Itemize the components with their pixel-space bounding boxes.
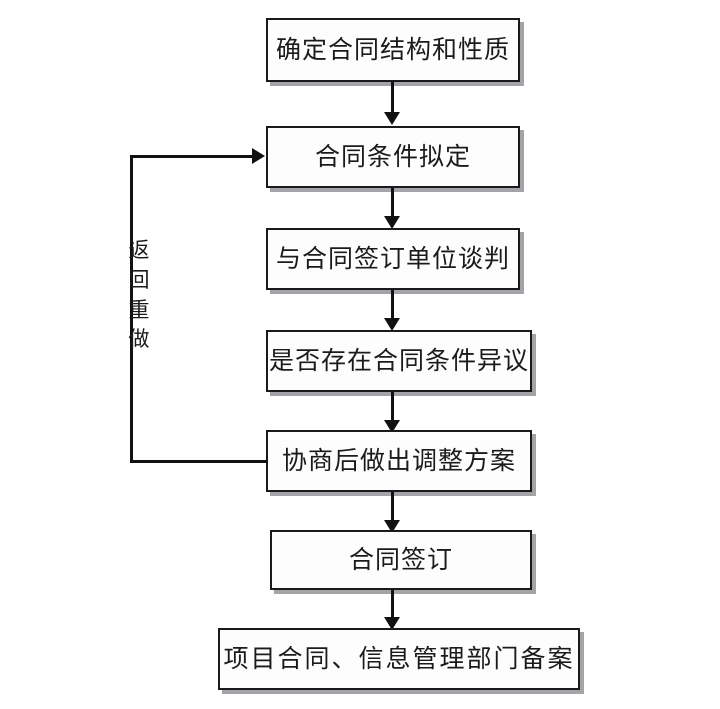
- loop-edge-top-segment: [130, 155, 255, 158]
- flow-node-3[interactable]: 与合同签订单位谈判: [266, 228, 520, 290]
- connector-1-to-2: [391, 82, 394, 115]
- loop-label: 返回重做: [128, 238, 150, 352]
- connector-3-to-4: [391, 290, 394, 323]
- loop-edge-arrowhead: [252, 148, 265, 164]
- flow-node-1[interactable]: 确定合同结构和性质: [266, 18, 520, 82]
- connector-2-to-3: [391, 188, 394, 221]
- flow-node-7[interactable]: 项目合同、信息管理部门备案: [218, 628, 580, 690]
- connector-6-to-7-arrowhead: [384, 617, 400, 630]
- connector-5-to-6: [391, 492, 394, 525]
- flow-node-7-label: 项目合同、信息管理部门备案: [223, 644, 575, 674]
- flow-node-1-label: 确定合同结构和性质: [275, 35, 510, 65]
- flow-node-6-label: 合同签订: [348, 545, 453, 575]
- flow-node-2-label: 合同条件拟定: [314, 142, 471, 172]
- connector-6-to-7: [391, 590, 394, 623]
- connector-1-to-2-arrowhead: [384, 112, 400, 125]
- flow-node-6[interactable]: 合同签订: [270, 530, 532, 590]
- flow-node-3-label: 与合同签订单位谈判: [275, 244, 510, 274]
- connector-2-to-3-arrowhead: [384, 216, 400, 229]
- connector-4-to-5: [391, 392, 394, 425]
- loop-edge-vertical-segment: [130, 155, 133, 463]
- loop-edge-bottom-segment: [130, 460, 268, 463]
- flow-node-4-label: 是否存在合同条件异议: [268, 346, 529, 376]
- flow-node-4[interactable]: 是否存在合同条件异议: [266, 330, 532, 392]
- flow-node-5[interactable]: 协商后做出调整方案: [266, 430, 532, 492]
- connector-3-to-4-arrowhead: [384, 318, 400, 331]
- flow-node-5-label: 协商后做出调整方案: [281, 446, 516, 476]
- connector-5-to-6-arrowhead: [384, 520, 400, 533]
- connector-4-to-5-arrowhead: [384, 420, 400, 433]
- flow-node-2[interactable]: 合同条件拟定: [266, 126, 520, 188]
